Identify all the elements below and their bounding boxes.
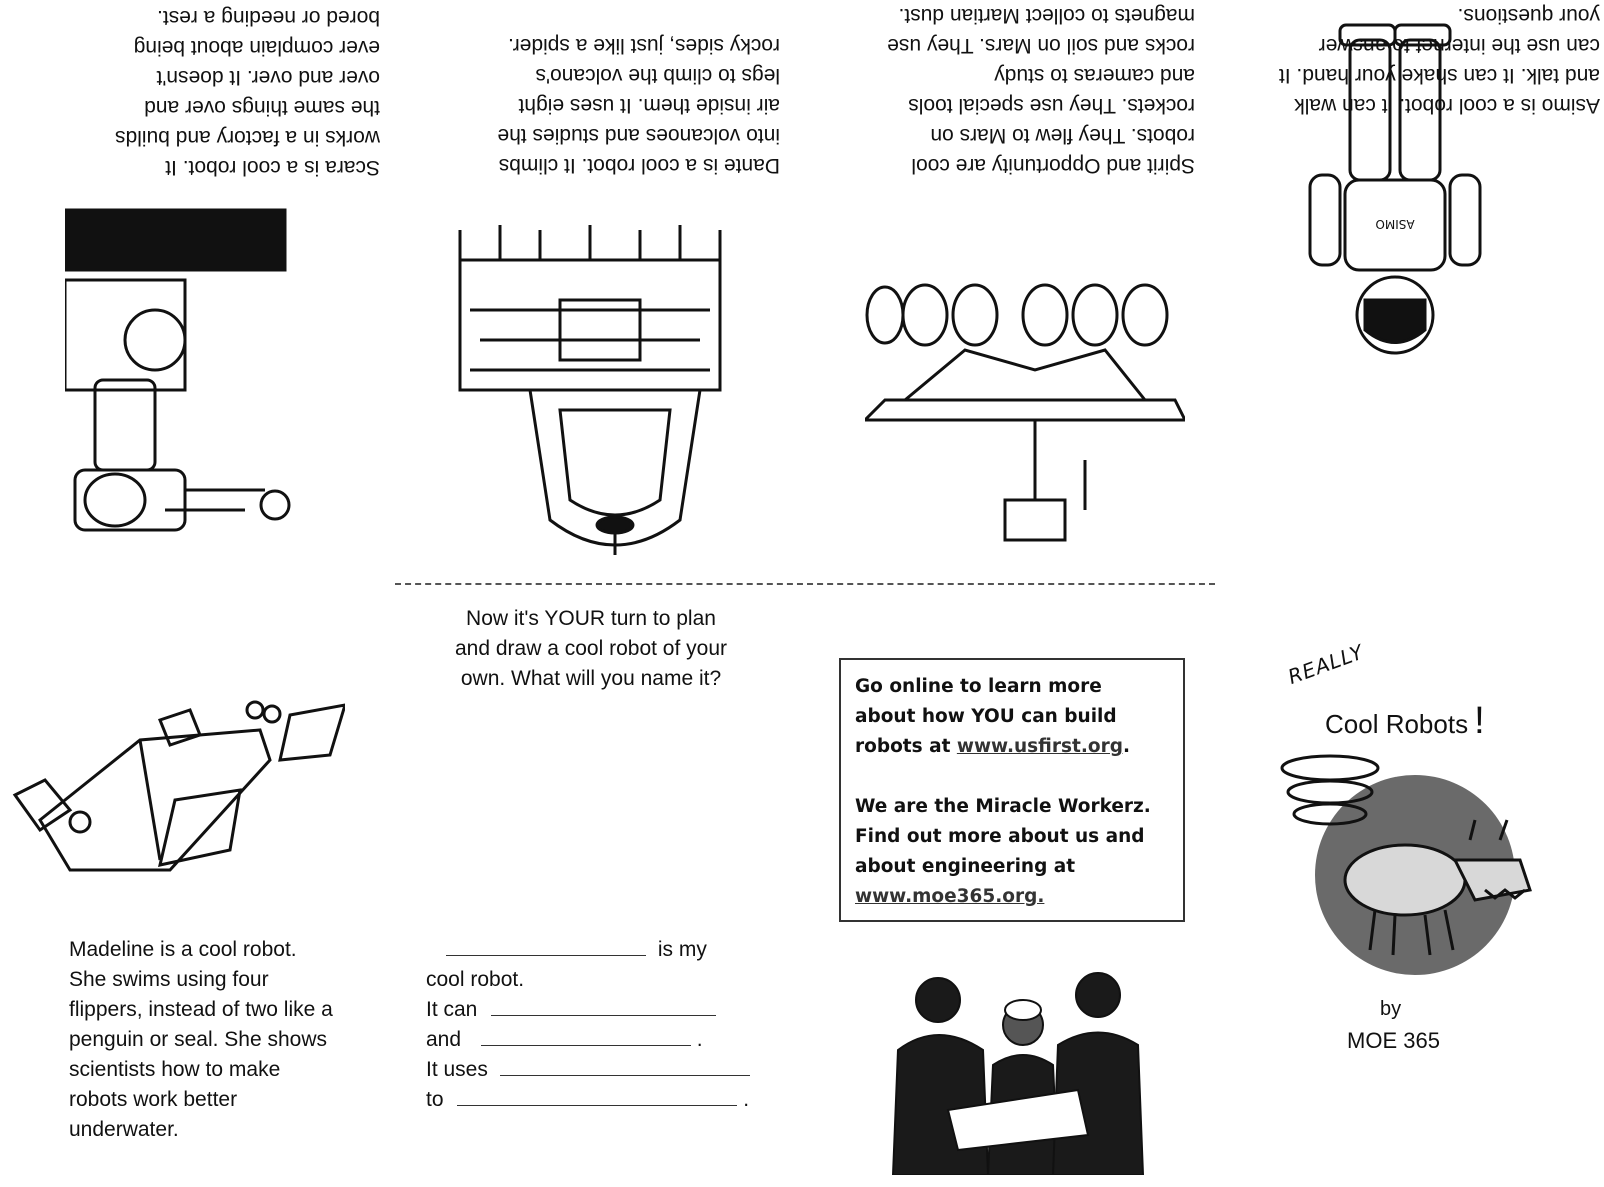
fill-in-line-4-suffix: . xyxy=(696,1028,703,1051)
usfirst-link[interactable]: www.usfirst.org xyxy=(956,736,1123,757)
fill-in-line-3: It can xyxy=(426,995,766,1025)
info-spacer xyxy=(855,762,1169,792)
madeline-text: Madeline is a cool robot. She swims usin… xyxy=(69,938,333,1141)
cover-title-exclaim: ! xyxy=(1474,700,1485,742)
it-can-blank[interactable] xyxy=(491,997,717,1016)
fill-in-line-4: and . xyxy=(426,1025,766,1055)
info-line-3-suffix: . xyxy=(1122,736,1130,757)
scara-text: Scara is a cool robot. It works in a fac… xyxy=(115,6,380,179)
fold-line xyxy=(395,583,1215,585)
dante-robot-illustration xyxy=(440,220,740,560)
to-blank[interactable] xyxy=(457,1087,738,1106)
fill-in-line-3-prefix: It can xyxy=(426,998,478,1021)
info-box: Go online to learn more about how YOU ca… xyxy=(839,658,1185,922)
dante-text: Dante is a cool robot. It climbs into vo… xyxy=(497,34,780,177)
cover-title-text: Cool Robots xyxy=(1325,709,1469,739)
info-line-4: We are the Miracle Workerz. xyxy=(855,796,1151,817)
madeline-robot-illustration xyxy=(10,700,345,880)
robot-dog-illustration xyxy=(1275,750,1550,980)
fill-in-worksheet: is my cool robot. It can and . It uses t… xyxy=(426,935,766,1115)
info-line-3: robots at www.usfirst.org. xyxy=(855,732,1169,762)
asimo-panel: Asimo is a cool robot. It can walk and t… xyxy=(1225,0,1600,560)
mars-rover-illustration xyxy=(865,270,1185,550)
robot-name-blank[interactable] xyxy=(446,937,646,956)
fill-in-line-6-prefix: to xyxy=(426,1088,444,1111)
spirit-opportunity-text: Spirit and Opportunity are cool robots. … xyxy=(887,4,1195,177)
dante-panel: Dante is a cool robot. It climbs into vo… xyxy=(430,0,780,560)
fill-in-line-2: cool robot. xyxy=(426,968,525,991)
engineers-photo xyxy=(888,970,1148,1175)
scara-panel: Scara is a cool robot. It works in a fac… xyxy=(60,0,380,560)
asimo-chest-label: ASIMO xyxy=(1375,217,1414,231)
cover-by: by xyxy=(1380,998,1402,1020)
info-line-5: Find out more about us and xyxy=(855,826,1145,847)
info-line-2: about how YOU can build xyxy=(855,706,1117,727)
spirit-opportunity-panel: Spirit and Opportunity are cool robots. … xyxy=(845,0,1195,560)
your-turn-text: Now it's YOUR turn to plan and draw a co… xyxy=(455,607,727,690)
and-blank[interactable] xyxy=(480,1027,691,1046)
it-uses-blank[interactable] xyxy=(499,1057,750,1076)
info-line-1: Go online to learn more xyxy=(855,676,1102,697)
cover-author: MOE 365 xyxy=(1347,1028,1440,1053)
fill-in-line-5-prefix: It uses xyxy=(426,1058,488,1081)
info-line-6: about engineering at xyxy=(855,856,1076,877)
scara-robot-illustration xyxy=(65,190,305,550)
fill-in-line-6: to . xyxy=(426,1085,766,1115)
really-title: REALLY xyxy=(1284,639,1368,689)
moe365-link[interactable]: www.moe365.org. xyxy=(855,886,1045,907)
fill-in-line-1: is my xyxy=(426,935,766,965)
fill-in-line-1-suffix: is my xyxy=(657,938,707,961)
info-line-3-prefix: robots at xyxy=(855,736,957,757)
fill-in-line-5: It uses xyxy=(426,1055,766,1085)
fill-in-line-4-prefix: and xyxy=(426,1028,462,1051)
cover-title: Cool Robots! xyxy=(1325,700,1485,743)
asimo-robot-illustration: ASIMO xyxy=(1305,20,1485,360)
fill-in-line-6-suffix: . xyxy=(743,1088,750,1111)
